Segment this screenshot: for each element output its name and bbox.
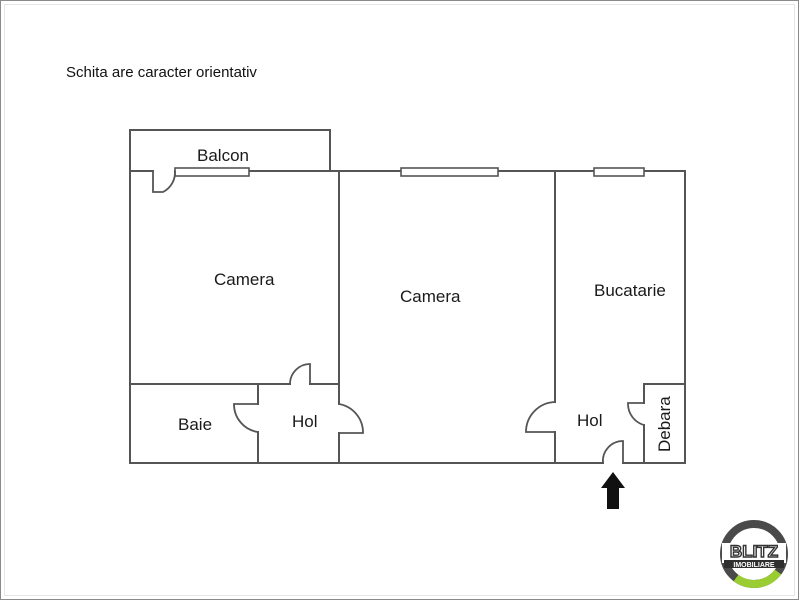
room-label-camera-2: Camera xyxy=(400,287,461,306)
logo-subtitle: IMOBILIARE xyxy=(733,562,775,569)
door-hol-camera-2 xyxy=(525,401,556,433)
room-label-baie: Baie xyxy=(178,415,212,434)
logo-brand: BLITZ xyxy=(730,542,778,561)
room-label-camera-1: Camera xyxy=(214,270,275,289)
door-balcony xyxy=(152,170,176,193)
interior-walls xyxy=(129,170,686,464)
window-bucatarie xyxy=(593,167,645,177)
blitz-logo: BLITZ IMOBILIARE xyxy=(720,520,788,588)
room-label-bucatarie: Bucatarie xyxy=(594,281,666,300)
room-label-balcon: Balcon xyxy=(197,146,249,165)
windows xyxy=(174,167,645,177)
entrance-arrow-icon xyxy=(601,472,625,509)
window-camera xyxy=(400,167,499,177)
door-baie xyxy=(233,403,259,433)
image-frame-inner xyxy=(4,4,795,596)
door-hol-camera xyxy=(338,403,364,434)
window-balcony xyxy=(174,167,250,177)
door-camera-hol xyxy=(289,363,311,385)
door-debara xyxy=(627,402,645,426)
door-entrance xyxy=(602,440,624,464)
doors xyxy=(152,170,645,464)
room-labels: Balcon Camera Camera Bucatarie Baie Hol … xyxy=(178,146,674,452)
room-label-hol-1: Hol xyxy=(292,412,318,431)
disclaimer-note: Schita are caracter orientativ xyxy=(66,64,257,81)
room-label-debara: Debara xyxy=(655,396,674,452)
room-label-hol-2: Hol xyxy=(577,411,603,430)
balcony-walls xyxy=(129,129,331,172)
